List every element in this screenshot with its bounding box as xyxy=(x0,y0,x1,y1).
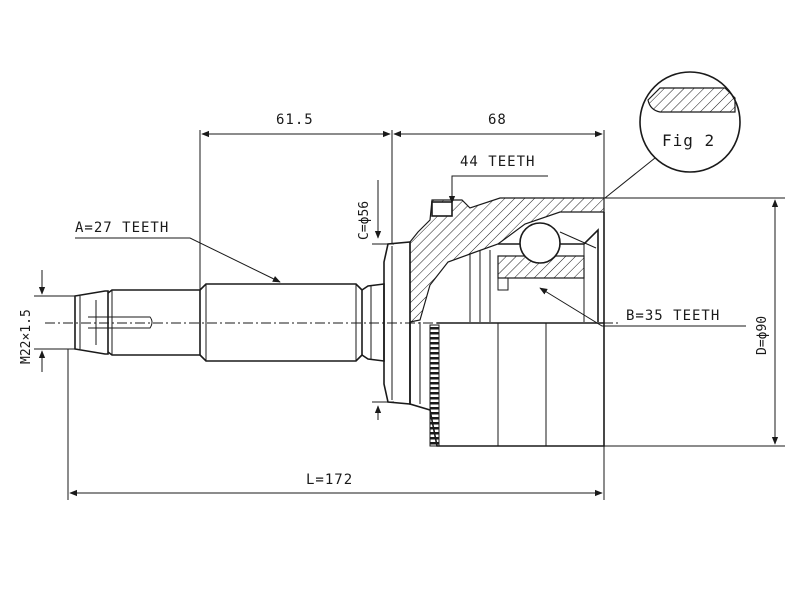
abs-tooth xyxy=(430,422,439,425)
threaded-end xyxy=(74,290,153,355)
abs-tooth xyxy=(430,352,439,355)
abs-tooth xyxy=(430,327,439,330)
shaft xyxy=(107,283,385,362)
abs-tooth xyxy=(430,337,439,340)
inner-race xyxy=(469,222,599,322)
abs-tooth xyxy=(430,402,439,405)
abs-tooth xyxy=(430,427,439,430)
abs-tooth xyxy=(430,342,439,345)
abs-tooth xyxy=(430,412,439,415)
abs-tooth xyxy=(430,432,439,435)
thread-label: M22×1.5 xyxy=(19,309,34,364)
abs-tooth xyxy=(430,417,439,420)
outer-diameter-label: D=ϕ90 xyxy=(755,316,770,355)
dimension-lines xyxy=(34,130,785,500)
abs-tooth xyxy=(430,382,439,385)
abs-tooth xyxy=(430,362,439,365)
abs-tooth xyxy=(430,392,439,395)
collar-diameter-label: C=ϕ56 xyxy=(357,201,372,240)
inner-teeth-label: 44 TEETH xyxy=(460,154,535,170)
abs-tooth xyxy=(430,332,439,335)
abs-tooth xyxy=(430,387,439,390)
abs-tooth xyxy=(430,367,439,370)
figure-callout xyxy=(604,71,741,199)
abs-tooth xyxy=(430,397,439,400)
ball xyxy=(519,222,561,264)
dim-61-5-label: 61.5 xyxy=(276,112,314,128)
cup-teeth-label: B=35 TEETH xyxy=(626,308,720,324)
abs-tooth xyxy=(430,357,439,360)
figure-label: Fig 2 xyxy=(662,131,715,150)
shaft-teeth-label: A=27 TEETH xyxy=(75,220,169,236)
abs-tooth xyxy=(430,437,439,440)
dim-68-label: 68 xyxy=(488,112,507,128)
abs-tooth xyxy=(430,372,439,375)
abs-tooth xyxy=(430,377,439,380)
total-length-label: L=172 xyxy=(306,472,353,488)
abs-ring xyxy=(429,324,440,447)
abs-tooth xyxy=(430,347,439,350)
abs-tooth xyxy=(430,407,439,410)
abs-tooth xyxy=(430,442,439,445)
